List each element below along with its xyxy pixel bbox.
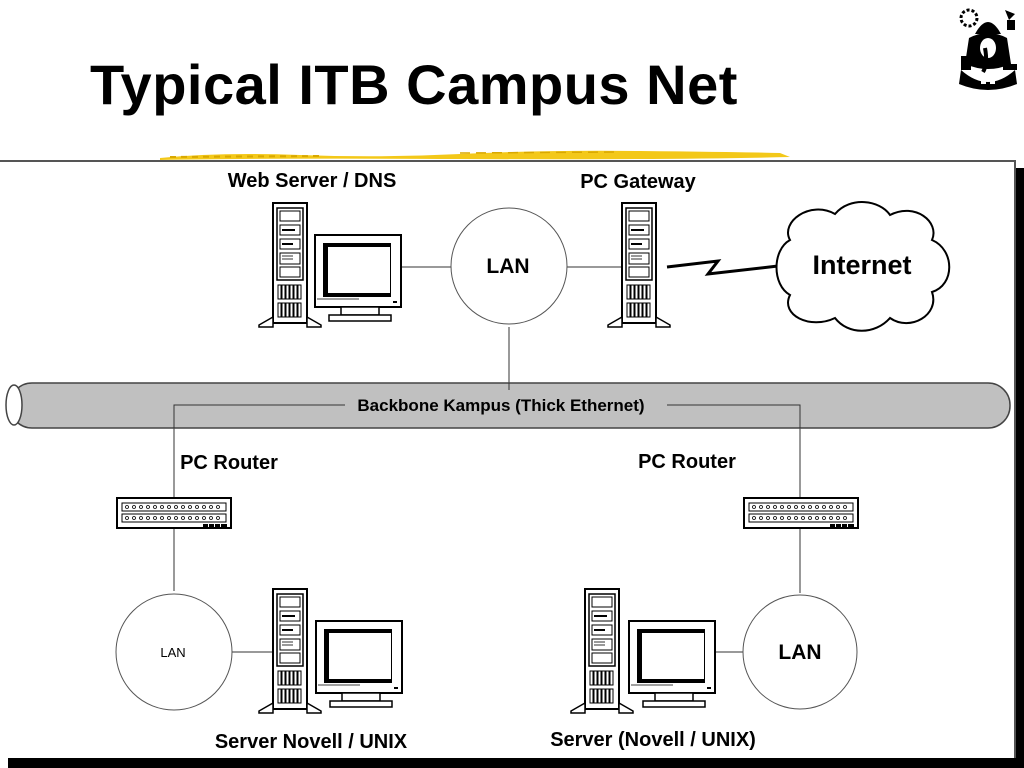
web-server-icon — [258, 202, 402, 328]
router-right-icon — [743, 497, 859, 529]
itb-logo-icon — [959, 8, 1017, 90]
server-left-icon — [258, 588, 403, 714]
server-left-label: Server Novell / UNIX — [215, 731, 408, 753]
wan-link-icon — [666, 259, 779, 276]
lan-bottom-left-label: LAN — [160, 645, 185, 660]
internet-label: Internet — [812, 250, 911, 280]
pc-gateway-label: PC Gateway — [580, 171, 696, 193]
server-right-label: Server (Novell / UNIX) — [550, 729, 756, 751]
backbone-pipe — [5, 382, 1011, 429]
web-server-label: Web Server / DNS — [228, 170, 397, 192]
lan-top-label: LAN — [486, 255, 529, 278]
pc-gateway-icon — [607, 202, 671, 328]
router-left-label: PC Router — [180, 452, 278, 474]
slide-title: Typical ITB Campus Net — [90, 53, 738, 116]
lan-top-circle — [450, 207, 568, 325]
title-underline — [160, 150, 790, 160]
lan-bottom-right-circle — [742, 594, 858, 710]
lan-bottom-left-circle — [115, 593, 233, 711]
backbone-label: Backbone Kampus (Thick Ethernet) — [357, 396, 644, 415]
internet-cloud-icon — [775, 201, 951, 332]
router-right-label: PC Router — [638, 451, 736, 473]
router-left-icon — [116, 497, 232, 529]
server-right-icon — [570, 588, 716, 714]
lan-bottom-right-label: LAN — [778, 641, 821, 664]
